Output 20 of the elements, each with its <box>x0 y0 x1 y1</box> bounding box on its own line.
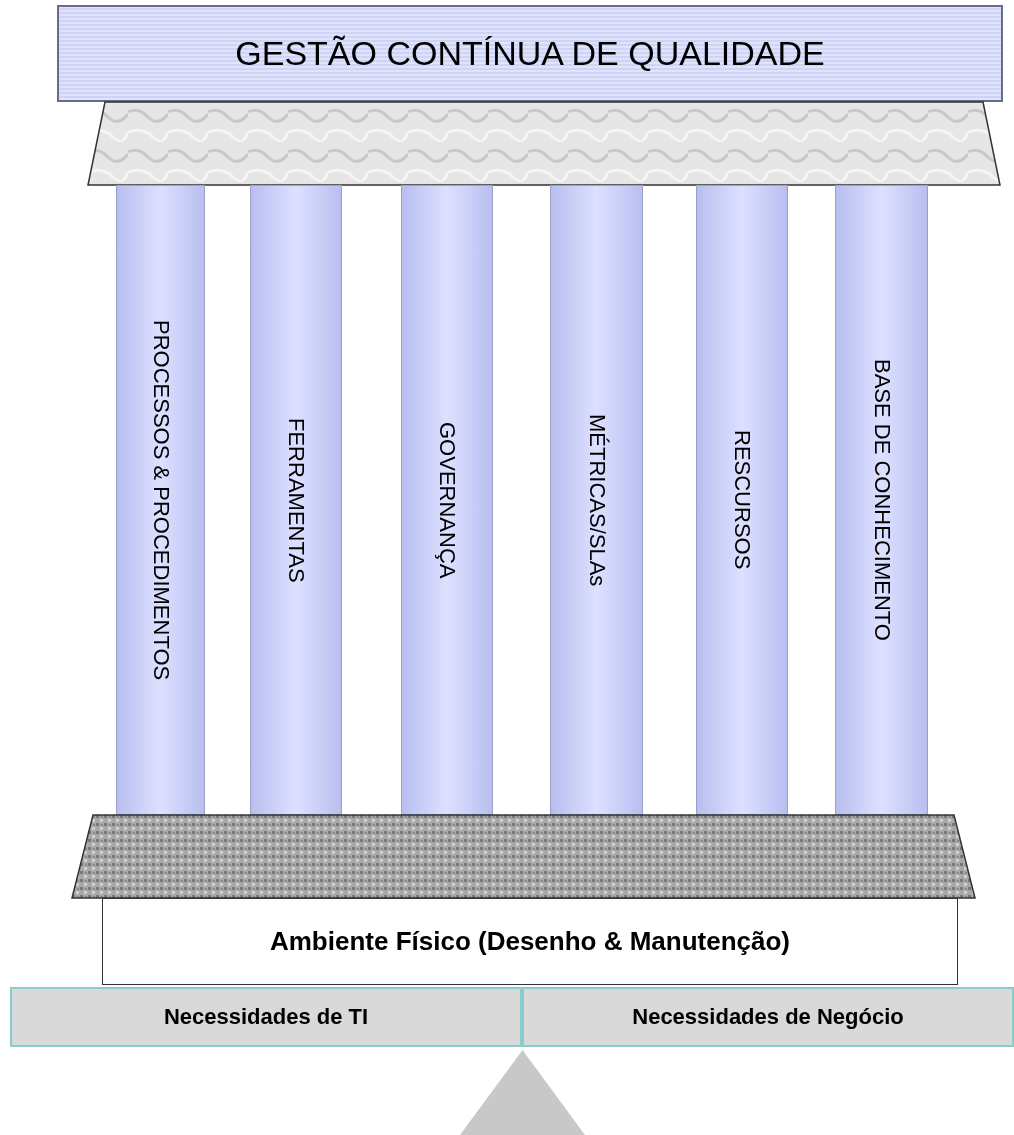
pillar-label: PROCESSOS & PROCEDIMENTOS <box>147 319 174 681</box>
pillar <box>116 185 205 815</box>
pillar <box>250 185 342 815</box>
pillar <box>696 185 788 815</box>
foundation-box <box>102 898 958 985</box>
title-text: GESTÃO CONTÍNUA DE QUALIDADE <box>235 34 825 73</box>
pillar <box>550 185 643 815</box>
panel-label: Necessidades de TI <box>163 1004 369 1030</box>
pillar <box>401 185 493 815</box>
panel-label: Necessidades de Negócio <box>632 1004 904 1030</box>
panel-label: Ambiente Físico (Desenho & Manutenção) <box>269 926 791 957</box>
pillar-label: BASE DE CONHECIMENTO <box>868 359 895 641</box>
balance-beam-panel <box>522 987 1014 1047</box>
pillar <box>835 185 928 815</box>
pillar-label: FERRAMENTAS <box>283 417 309 583</box>
pillar-label: MÉTRICAS/SLAs <box>583 413 610 587</box>
balance-beam-panel <box>10 987 522 1047</box>
pillar-label: RESCURSOS <box>729 430 755 570</box>
pillar-label: GOVERNANÇA <box>434 421 460 579</box>
title-banner <box>57 5 1003 102</box>
